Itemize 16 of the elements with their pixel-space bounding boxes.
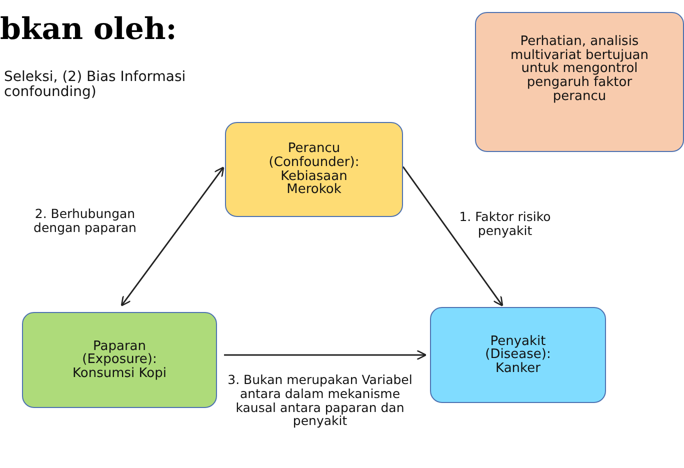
arrow [120,166,224,306]
node-text: Perancu (Confounder): Kebiasaan Merokok [268,142,360,197]
node-text: Penyakit (Disease): Kanker [484,334,552,376]
arrow [402,166,504,306]
node-text: Perhatian, analisis multivariat bertujuan untuk mengontrol pengaruh faktor perancu [509,35,650,104]
edge-label: 3. Bukan merupakan Variabel antara dalam mekanisme kausal antara paparan dan penyakit [226,373,414,428]
note-text: Seleksi, (2) Bias Informasi confounding) [4,70,187,101]
node-text: Paparan (Exposure): Konsumsi Kopi [72,340,168,380]
title: bkan oleh: [0,12,177,47]
process-box [430,307,606,403]
edge-label: 1. Faktor risiko penyakit [458,210,552,238]
note-box [475,12,684,152]
process-box [22,312,217,408]
process-box [225,122,403,217]
edge-label: 2. Berhubungan dengan paparan [32,207,138,234]
arrow [224,350,427,360]
